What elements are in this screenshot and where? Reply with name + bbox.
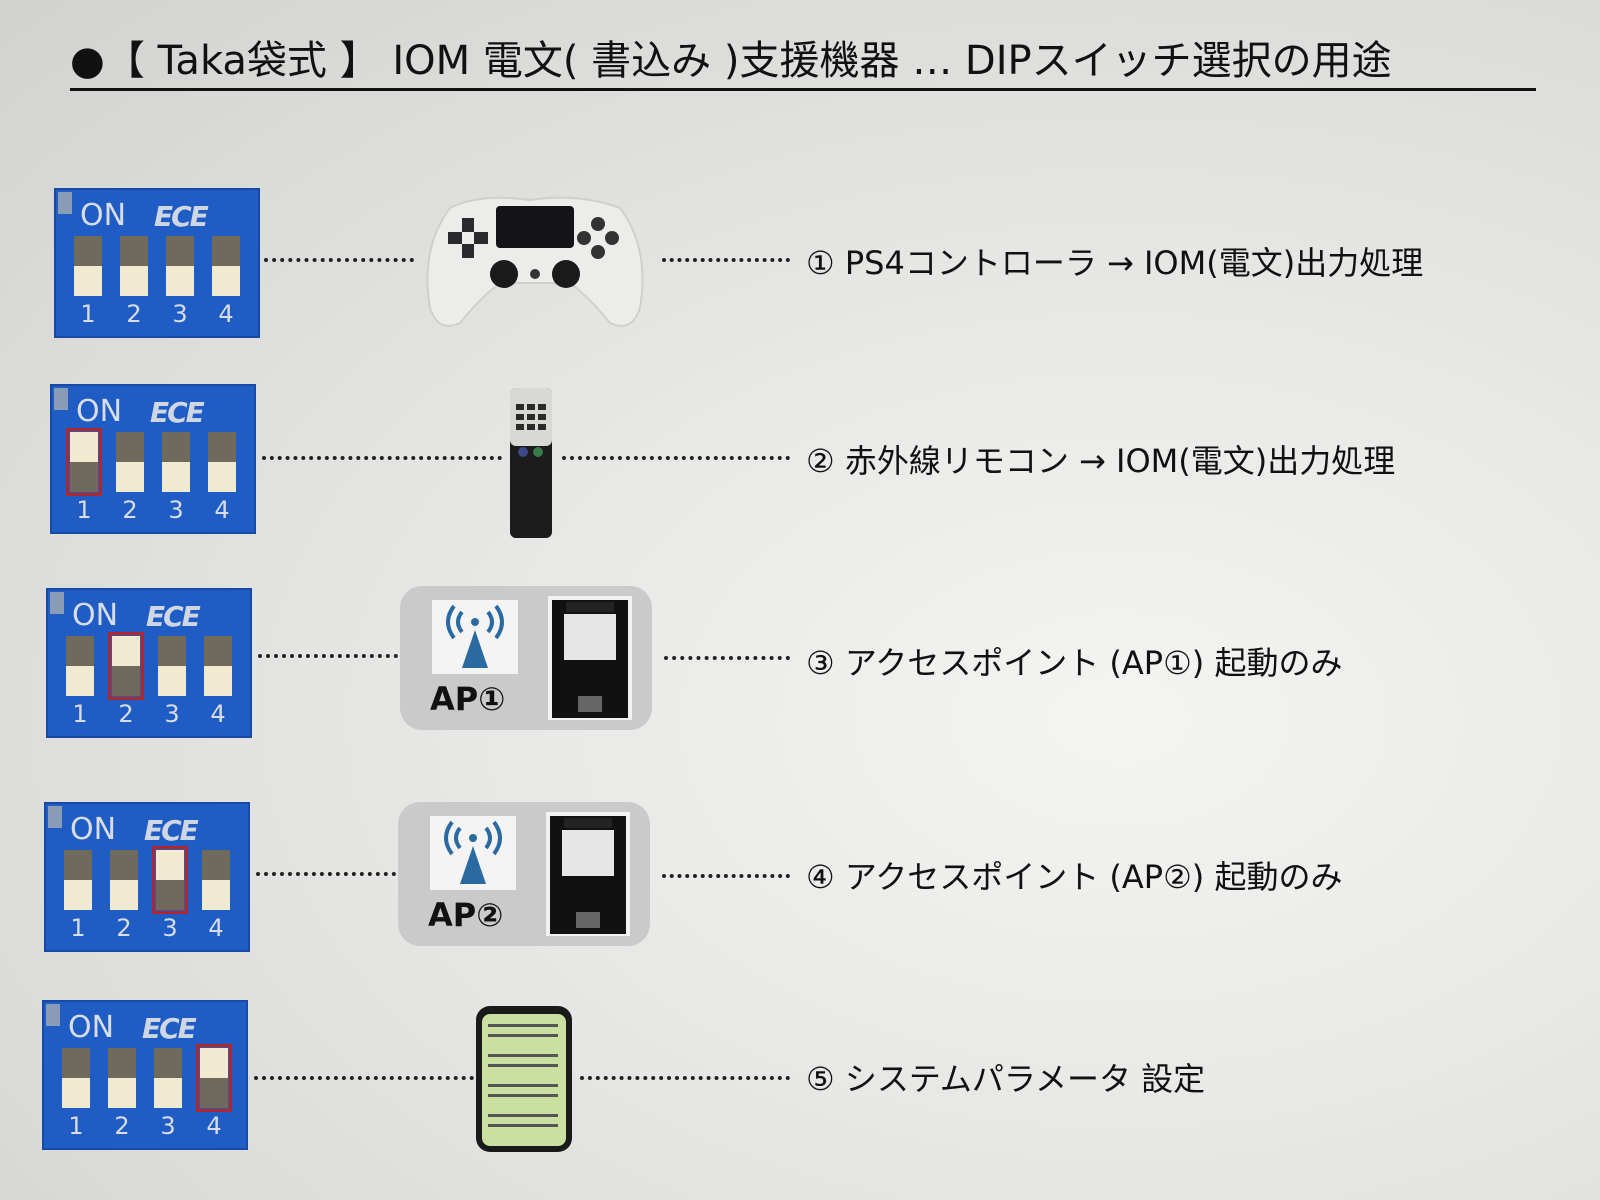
row-label: ④ アクセスポイント (AP②) 起動のみ — [806, 858, 1343, 896]
access-point-card: AP② — [398, 802, 650, 946]
dip-toggle-4[interactable] — [212, 236, 240, 296]
dip-number: 1 — [68, 1112, 84, 1140]
access-point-card: AP① — [400, 586, 652, 730]
dip-brand-logo: ECE — [146, 600, 201, 633]
connector-line — [254, 1076, 474, 1080]
dip-number: 2 — [116, 914, 132, 942]
dip-number: 4 — [210, 700, 226, 728]
dip-number: 2 — [126, 300, 142, 328]
dip-on-label: ON — [80, 198, 127, 233]
connector-line — [662, 874, 790, 878]
dip-toggle-3[interactable] — [154, 1048, 182, 1108]
dip-number: 1 — [72, 700, 88, 728]
dip-brand-logo: ECE — [144, 814, 199, 847]
row-label: ③ アクセスポイント (AP①) 起動のみ — [806, 644, 1343, 682]
dip-toggle-4[interactable] — [208, 432, 236, 492]
dip-number: 2 — [114, 1112, 130, 1140]
dip-number: 3 — [172, 300, 188, 328]
row-2: ON ECE 1 2 3 4 ② 赤外線リモコン → IOM(電文)出力処理 — [0, 384, 1600, 544]
dip-on-label: ON — [76, 394, 123, 429]
dip-toggle-1[interactable] — [66, 428, 102, 496]
row-5: ON ECE 1 2 3 4 ⑤ システムパラメータ 設定 — [0, 1000, 1600, 1160]
esp32-board-icon — [548, 596, 632, 720]
dip-toggle-2[interactable] — [110, 850, 138, 910]
ap-label: AP② — [428, 896, 504, 934]
dip-number: 4 — [206, 1112, 222, 1140]
dip-corner-mark — [46, 1004, 60, 1026]
dip-toggle-1[interactable] — [62, 1048, 90, 1108]
dip-toggle-1[interactable] — [66, 636, 94, 696]
dip-brand-logo: ECE — [142, 1012, 197, 1045]
connector-line — [562, 456, 790, 460]
dip-number: 3 — [162, 914, 178, 942]
dip-number: 4 — [214, 496, 230, 524]
dip-on-label: ON — [68, 1010, 115, 1045]
connector-line — [256, 872, 396, 876]
esp32-board-icon — [546, 812, 630, 936]
connector-line — [264, 258, 414, 262]
dip-toggle-2[interactable] — [108, 632, 144, 700]
dip-number: 4 — [218, 300, 234, 328]
dip-number: 2 — [122, 496, 138, 524]
dip-number: 3 — [160, 1112, 176, 1140]
dip-on-label: ON — [70, 812, 117, 847]
dip-number: 3 — [168, 496, 184, 524]
row-1: ON ECE 1 2 3 4 ① PS4コントローラ → IOM(電文)出力処理 — [0, 188, 1600, 348]
dip-toggle-2[interactable] — [108, 1048, 136, 1108]
page-title: ●【 Taka袋式 】 IOM 電文( 書込み )支援機器 … DIPスイッチ選… — [70, 38, 1536, 91]
smartphone-settings-icon — [476, 1006, 572, 1152]
connector-line — [262, 456, 502, 460]
row-label: ② 赤外線リモコン → IOM(電文)出力処理 — [806, 442, 1396, 480]
dip-toggle-3[interactable] — [152, 846, 188, 914]
dip-brand-logo: ECE — [154, 200, 209, 233]
dip-toggle-4[interactable] — [204, 636, 232, 696]
dip-toggle-3[interactable] — [162, 432, 190, 492]
dip-corner-mark — [50, 592, 64, 614]
wifi-antenna-icon — [430, 816, 516, 890]
dip-corner-mark — [58, 192, 72, 214]
ir-remote-icon — [510, 388, 552, 538]
dip-number: 2 — [118, 700, 134, 728]
row-3: ON ECE 1 2 3 4 AP① ③ アクセスポイント (AP①) 起動のみ — [0, 586, 1600, 748]
dip-corner-mark — [54, 388, 68, 410]
dip-corner-mark — [48, 806, 62, 828]
dip-toggle-3[interactable] — [158, 636, 186, 696]
connector-line — [580, 1076, 790, 1080]
dip-toggle-4[interactable] — [202, 850, 230, 910]
row-label: ⑤ システムパラメータ 設定 — [806, 1060, 1206, 1098]
dip-switch: ON ECE 1 2 3 4 — [42, 1000, 248, 1150]
dip-toggle-1[interactable] — [64, 850, 92, 910]
dip-toggle-4[interactable] — [196, 1044, 232, 1112]
dip-number: 3 — [164, 700, 180, 728]
dip-switch: ON ECE 1 2 3 4 — [46, 588, 252, 738]
connector-line — [258, 654, 398, 658]
dip-toggle-3[interactable] — [166, 236, 194, 296]
dip-switch: ON ECE 1 2 3 4 — [44, 802, 250, 952]
dip-switch: ON ECE 1 2 3 4 — [50, 384, 256, 534]
dip-on-label: ON — [72, 598, 119, 633]
dip-toggle-2[interactable] — [120, 236, 148, 296]
dip-number: 4 — [208, 914, 224, 942]
row-label: ① PS4コントローラ → IOM(電文)出力処理 — [806, 244, 1424, 282]
dip-number: 1 — [80, 300, 96, 328]
connector-line — [664, 656, 790, 660]
row-4: ON ECE 1 2 3 4 AP② ④ アクセスポイント (AP②) 起動のみ — [0, 802, 1600, 962]
dip-number: 1 — [70, 914, 86, 942]
dip-switch: ON ECE 1 2 3 4 — [54, 188, 260, 338]
dip-number: 1 — [76, 496, 92, 524]
dip-toggle-2[interactable] — [116, 432, 144, 492]
connector-line — [662, 258, 790, 262]
ap-label: AP① — [430, 680, 506, 718]
ps4-controller-icon — [426, 196, 644, 327]
dip-brand-logo: ECE — [150, 396, 205, 429]
wifi-antenna-icon — [432, 600, 518, 674]
dip-toggle-1[interactable] — [74, 236, 102, 296]
